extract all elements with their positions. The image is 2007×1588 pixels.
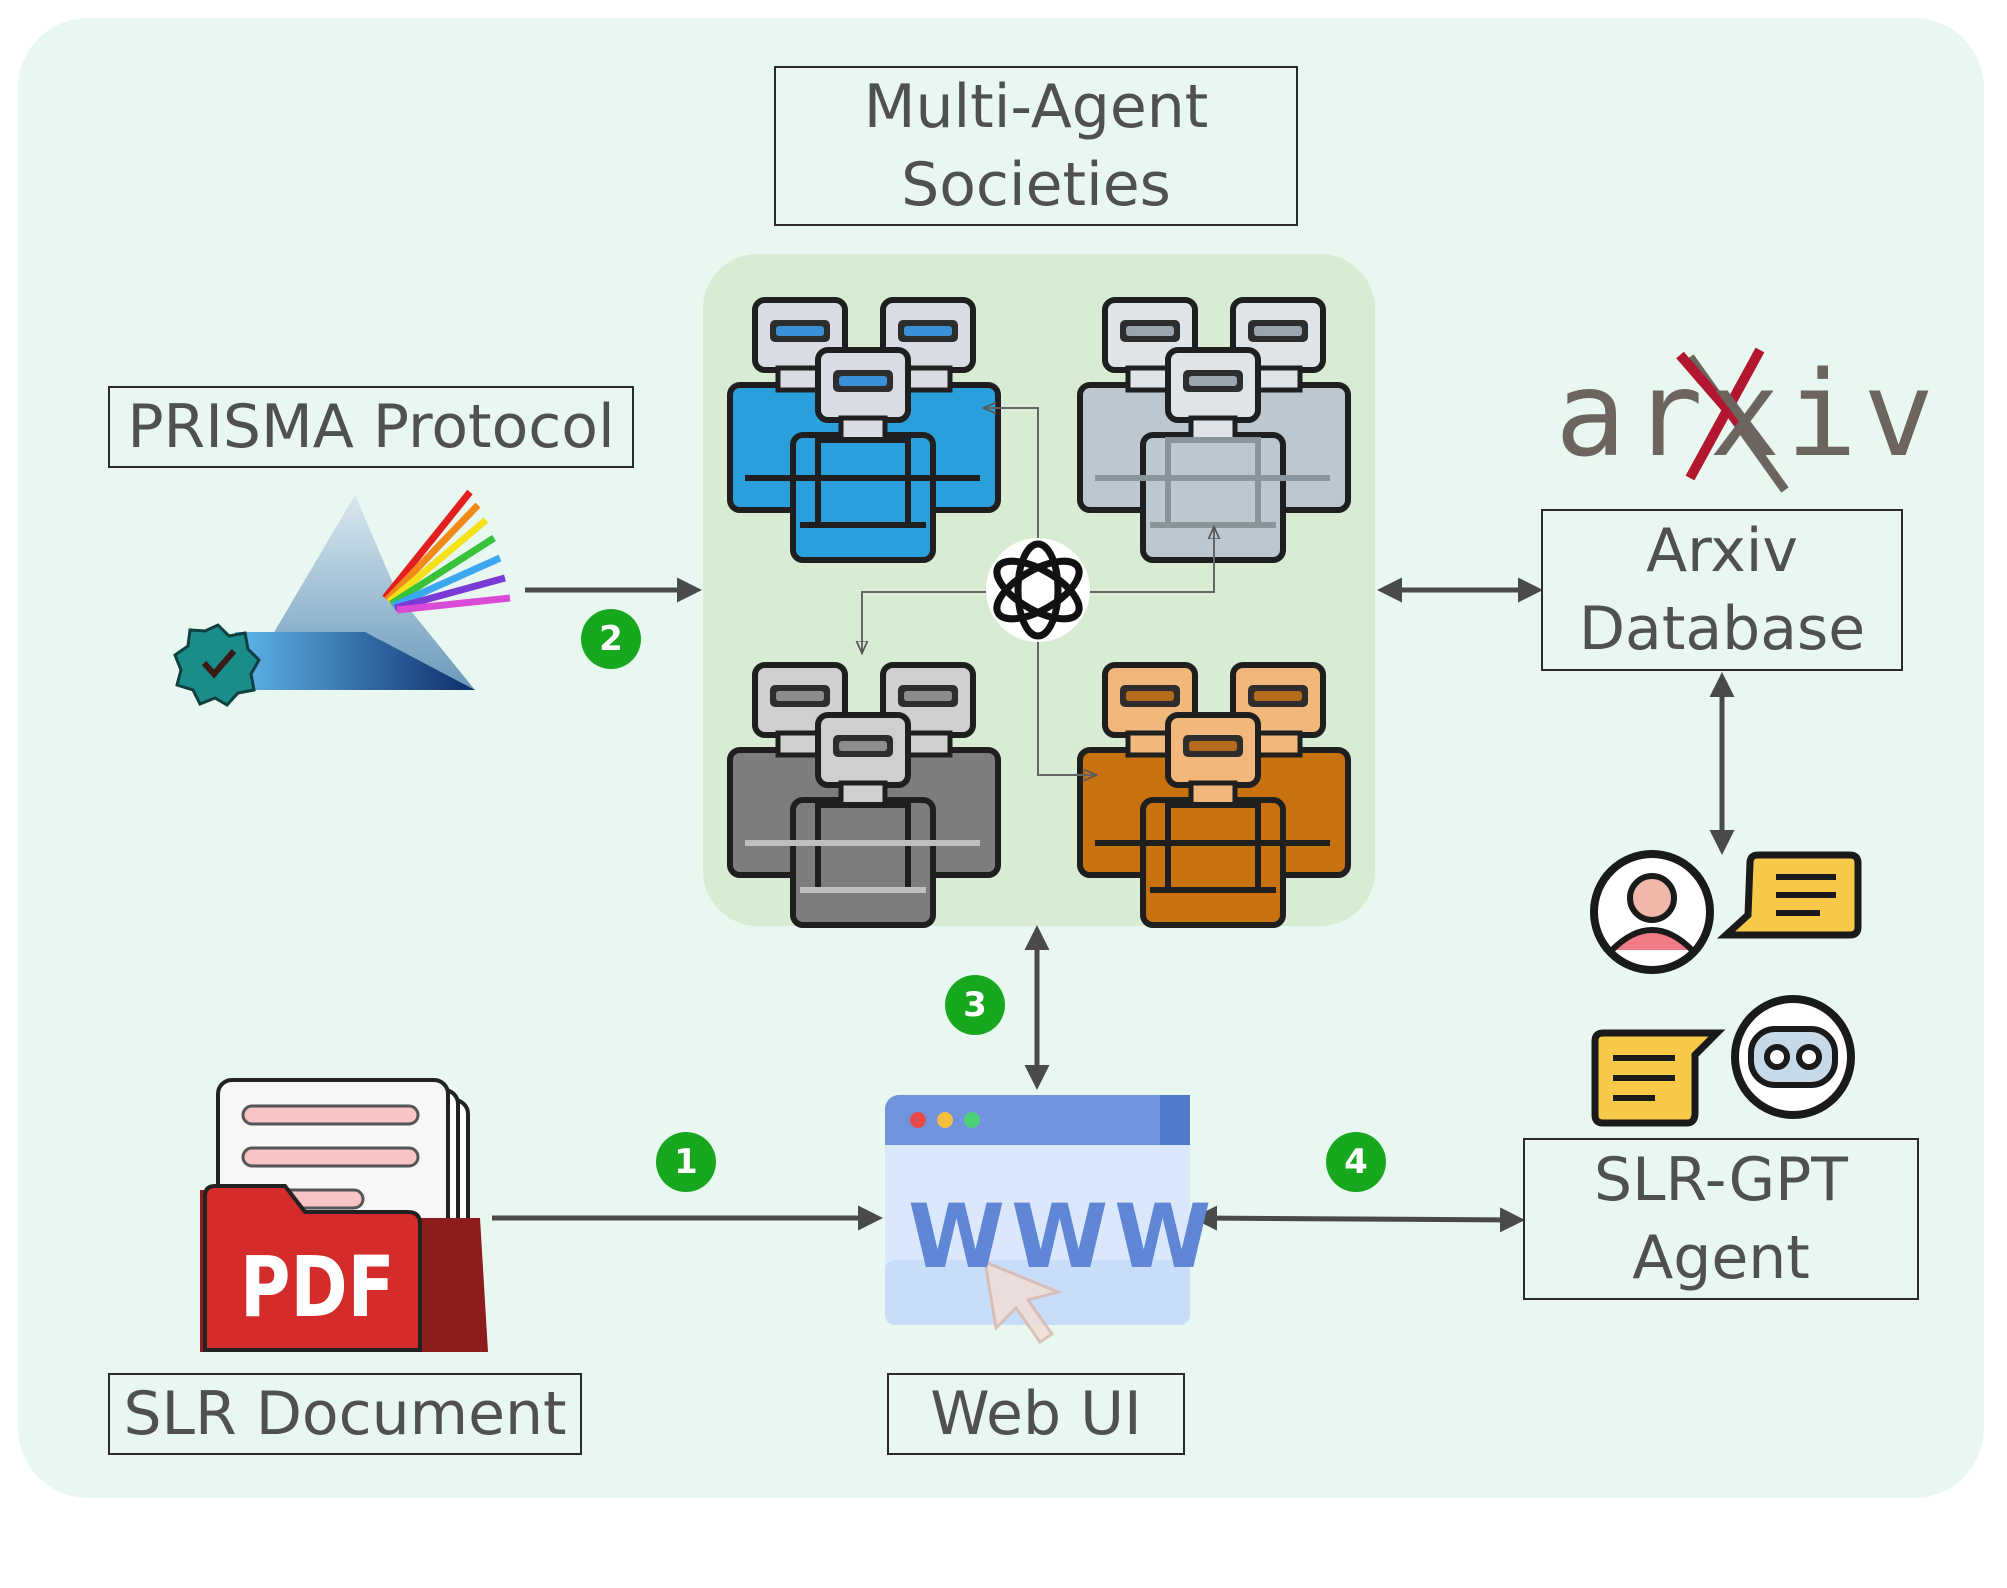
arxiv-logo: [1676, 347, 1789, 493]
step-badge-2: 2: [581, 609, 641, 669]
chat-bubble-icon: [1716, 851, 1862, 939]
step-badge-4: 4: [1326, 1132, 1386, 1192]
www-label: WWW: [908, 1185, 1218, 1288]
robot-group-icon: [730, 300, 998, 560]
arxiv-logo-text: arxiv: [1555, 345, 1941, 483]
openai-logo-icon: [986, 538, 1090, 642]
arrow-webui-slrgpt: [1192, 1205, 1525, 1233]
bot-avatar-icon: [1731, 995, 1855, 1119]
verified-badge-icon: [173, 623, 261, 707]
pdf-file-icon: [200, 1078, 488, 1352]
step-badge-1: 1: [656, 1132, 716, 1192]
slr-gpt-agent-label: SLR-GPT Agent: [1523, 1138, 1919, 1300]
prisma-prism-icon: [235, 489, 511, 690]
robot-group-icon: [1080, 665, 1348, 925]
cursor-icon: [983, 1259, 1063, 1345]
agent-routing-lines: [862, 408, 1214, 775]
chat-bubble-icon: [1591, 1029, 1726, 1127]
robot-group-icon: [730, 665, 998, 925]
step-badge-3: 3: [945, 975, 1005, 1035]
browser-window-icon: [885, 1095, 1190, 1325]
prisma-label: PRISMA Protocol: [108, 386, 634, 468]
web-ui-label: Web UI: [887, 1373, 1185, 1455]
robot-group-icon: [1080, 300, 1348, 560]
pdf-label: PDF: [240, 1238, 395, 1336]
connector-arrows: [492, 577, 1735, 1233]
user-avatar-icon: [1590, 850, 1714, 974]
multi-agent-label: Multi-Agent Societies: [774, 66, 1298, 226]
arxiv-database-label: Arxiv Database: [1541, 509, 1903, 671]
slr-document-label: SLR Document: [108, 1373, 582, 1455]
